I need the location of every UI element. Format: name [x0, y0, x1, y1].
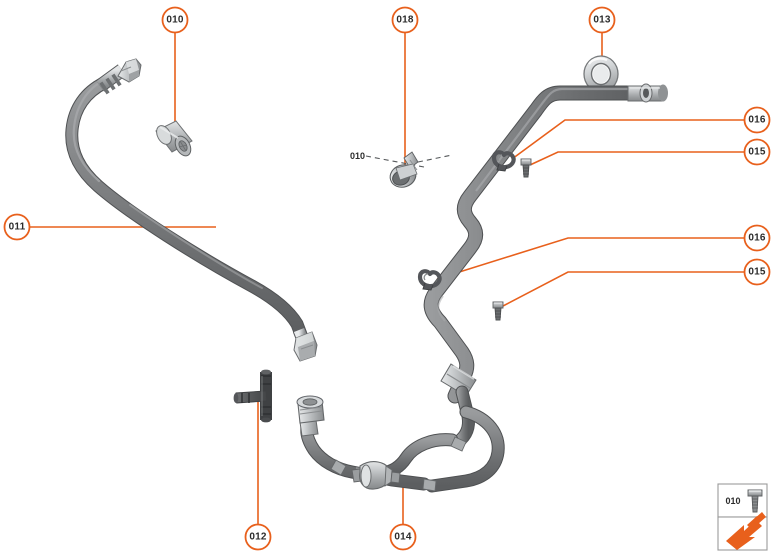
hose-clamp-sleeves — [330, 436, 467, 492]
leader-016-upper — [511, 119, 744, 160]
part-016-retaining-clip-upper — [491, 150, 516, 172]
callout-circle-015-upper[interactable] — [743, 138, 771, 166]
leader-015-lower — [502, 271, 744, 307]
callout-circle-012[interactable] — [244, 523, 272, 551]
callout-circles — [3, 6, 771, 551]
orange-arrow-icon — [726, 512, 766, 550]
callout-circle-015-lower[interactable] — [743, 258, 771, 286]
part-013-seal-ring — [583, 55, 619, 93]
callout-circle-010[interactable] — [161, 6, 189, 34]
hex-nut-upper — [117, 58, 142, 83]
part-012-tee-connector — [233, 369, 272, 423]
part-011-fuel-hose — [65, 58, 318, 362]
hose-end-fitting-left-lower — [296, 395, 325, 437]
callout-circle-018[interactable] — [391, 6, 419, 34]
part-015-mounting-bolt-upper — [520, 158, 532, 178]
hose-end-connector-lower — [292, 327, 318, 362]
leader-016-lower — [436, 237, 744, 280]
part-016-retaining-clip-lower — [417, 269, 442, 291]
check-valve-body — [351, 461, 401, 490]
hose-end-fitting-upper — [95, 58, 142, 95]
callout-circle-011[interactable] — [3, 213, 31, 241]
callout-circle-016-lower[interactable] — [743, 224, 771, 252]
reference-label-010: 010 — [349, 151, 365, 161]
part-015-mounting-bolt-lower — [492, 301, 504, 321]
callout-circle-013[interactable] — [588, 6, 616, 34]
callout-leader-lines — [30, 32, 744, 525]
part-010-coupling-sleeve — [155, 120, 193, 157]
part-main-hose-right — [423, 83, 668, 404]
hose-end-connector-right — [627, 83, 668, 103]
bolt-icon — [747, 489, 763, 513]
legend-label-010: 010 — [725, 496, 741, 506]
leader-015-upper — [529, 151, 744, 166]
callout-circle-014[interactable] — [389, 523, 417, 551]
part-018-elbow-fitting — [389, 151, 419, 188]
part-014-hose-check-valve — [296, 385, 505, 493]
callout-circle-016-upper[interactable] — [743, 106, 771, 134]
legend-box — [717, 483, 768, 551]
